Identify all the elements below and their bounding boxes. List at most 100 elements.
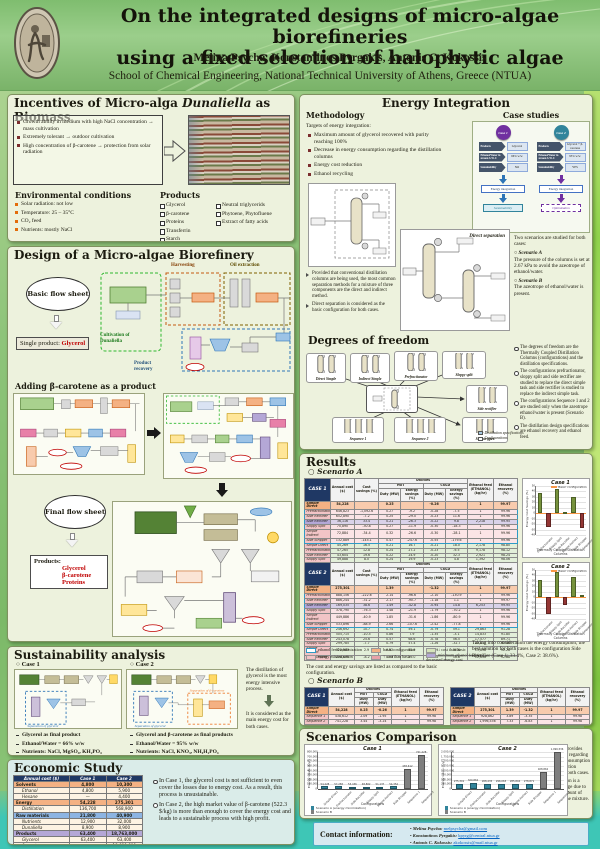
list-item: Neutral triglycerids <box>216 202 294 209</box>
list-item: Glycerol <box>62 565 86 572</box>
bar <box>571 576 576 598</box>
sustain-note-2: It is considered as the main energy cost… <box>246 711 291 730</box>
bar <box>348 786 356 789</box>
down-arrow-icon <box>557 174 565 184</box>
methodology-title: Methodology <box>306 110 365 120</box>
dof-sloppy-split: Sloppy split <box>442 351 486 379</box>
down-arrow-icon <box>499 193 507 203</box>
list-item: The configurations Sequence 1 and 2 are … <box>514 399 590 421</box>
list-item: Nutrients: NaCl, MgSO₄, KH₂PO₄ <box>16 749 122 755</box>
x-axis-label: Configurations <box>360 802 385 806</box>
case1-scenario-b-table: CASE 1 Annual cost ($) Utilities Ethanol… <box>304 687 444 725</box>
list-item: Glycerol <box>160 202 218 209</box>
black-down-arrow-icon <box>216 483 228 497</box>
down-arrow-icon <box>499 174 507 184</box>
list-item: The degrees of freedom are the Thermally… <box>514 345 590 367</box>
list-item: The configurations prefractionator, slop… <box>514 369 590 397</box>
email-link[interactable]: melpsycha@gmail.com <box>443 825 488 831</box>
contact-label: Contact information: <box>320 830 393 839</box>
basic-flowsheet-bubble: Basic flow sheet <box>26 277 90 311</box>
case2-heading: ○ Case 2 <box>130 661 154 668</box>
bar <box>563 597 568 606</box>
economic-title: Economic Study <box>14 761 123 775</box>
list-item: Nutrients: mostly NaCl <box>15 227 145 234</box>
bar <box>417 754 425 789</box>
list-item: Ethanol/Water = 66% w/w <box>16 741 122 748</box>
list-item: The distillation design specifications a… <box>514 424 590 441</box>
harvesting-label: Harvesting <box>171 263 195 268</box>
case2-bullets: Glycerol and β-carotene as final product… <box>130 732 242 755</box>
list-item: High concentration of β-carotene → prote… <box>17 143 159 156</box>
section-energy-integration: Energy Integration Methodology Targets o… <box>299 94 593 450</box>
dof-bullets: The degrees of freedom are the Thermally… <box>514 345 590 443</box>
chart-legend: Basic configuration <box>551 485 587 489</box>
dof-direct-simple: Direct Simple <box>306 353 346 383</box>
dof-side-rectifier: Side rectifier <box>466 385 508 413</box>
email-link[interactable]: kpyrg@central.ntua.gr <box>458 832 500 838</box>
best-solution-text: Taking into consideration the energy con… <box>472 640 585 659</box>
list-item: In Case 1, the glycerol cost is not suff… <box>153 778 293 800</box>
chart-title: Case 1 <box>551 480 570 486</box>
separation-bullets: Provided that conventional distillation … <box>306 271 396 316</box>
dof-legend: Distillation specifications Configuratio… <box>478 431 524 442</box>
case2-scenario-b-table: CASE 2 Annual cost ($) Utilities Ethanol… <box>450 687 590 725</box>
scenarios-text: Two scenarios are studied for both cases… <box>514 235 590 297</box>
bar <box>579 594 584 598</box>
dof-prefractionator: Prefractionator <box>394 351 438 381</box>
list-item: Decrease in energy consumption regarding… <box>308 147 446 160</box>
case-studies-title: Case studies <box>502 110 560 120</box>
chart-title: Case 1 <box>363 746 382 752</box>
bar <box>539 771 547 789</box>
bar <box>563 512 568 515</box>
targets-list: Maximum amount of glycerol recovered wit… <box>308 132 446 180</box>
scenarios-intro: Two scenarios are studied for both cases… <box>514 235 586 248</box>
sep-glycerol-label: Separation of glycerol <box>135 724 166 728</box>
sustain-note-1: The distillation of glycerol is the most… <box>246 667 287 693</box>
list-item: Extract of fatty acids <box>216 219 294 226</box>
bar <box>511 783 519 789</box>
contact-entry: • Melina Psycha: melpsycha@gmail.com <box>410 825 488 831</box>
products-title: Products <box>160 190 201 200</box>
affiliation: School of Chemical Engineering, National… <box>108 70 532 82</box>
list-item: Extremely tolerant → outdoor cultivation <box>17 134 159 141</box>
header-swirls-decoration <box>156 0 600 91</box>
chart-title: Case 2 <box>498 746 517 752</box>
list-item: CO₂ feed <box>15 218 145 225</box>
section-comparison: Scenarios Comparison Case 1 Energy Costs… <box>299 728 593 819</box>
oil-extraction-label: Oil extraction <box>230 263 260 268</box>
chart-legend: Scenario A (energy minimization) Scenari… <box>311 806 428 814</box>
incentives-bullet-box: Growth ability in medium with high NaCl … <box>13 115 163 185</box>
flowsheet-add-right <box>163 393 294 479</box>
table-row: β-carotene—18,699,600 <box>13 842 143 844</box>
bar <box>335 786 343 789</box>
down-arrow-icon <box>66 533 78 547</box>
bar <box>546 597 551 615</box>
flowsheet-final <box>112 501 292 637</box>
section-sustainability: Sustainability analysis ○ Case 1 ○ Case … <box>7 646 295 756</box>
email-link[interactable]: akokossis@mail.ntua.gr <box>453 839 498 845</box>
dof-sequence-2: Sequence 2 <box>394 417 446 443</box>
results-legend: ethanol feed minimization basic configur… <box>306 646 482 663</box>
